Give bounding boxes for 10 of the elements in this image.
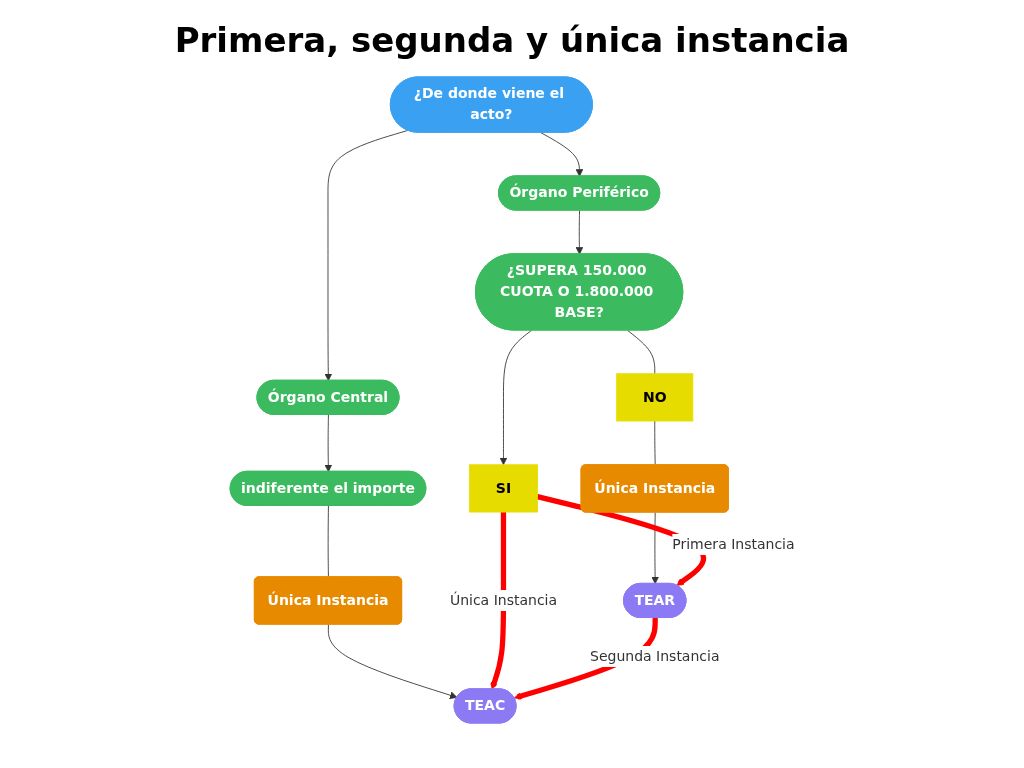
connector <box>653 420 656 466</box>
node-box: NO <box>615 373 693 422</box>
edge-label: Única Instancia <box>449 591 557 609</box>
node-box: SI <box>468 464 538 513</box>
connector <box>327 505 329 578</box>
connector <box>626 329 655 375</box>
arrow <box>490 512 506 690</box>
edge-label: Segunda Instancia <box>589 647 720 665</box>
diagram-title: Primera, segunda y única instancia <box>173 20 851 60</box>
edge-label: Primera Instancia <box>671 535 795 553</box>
